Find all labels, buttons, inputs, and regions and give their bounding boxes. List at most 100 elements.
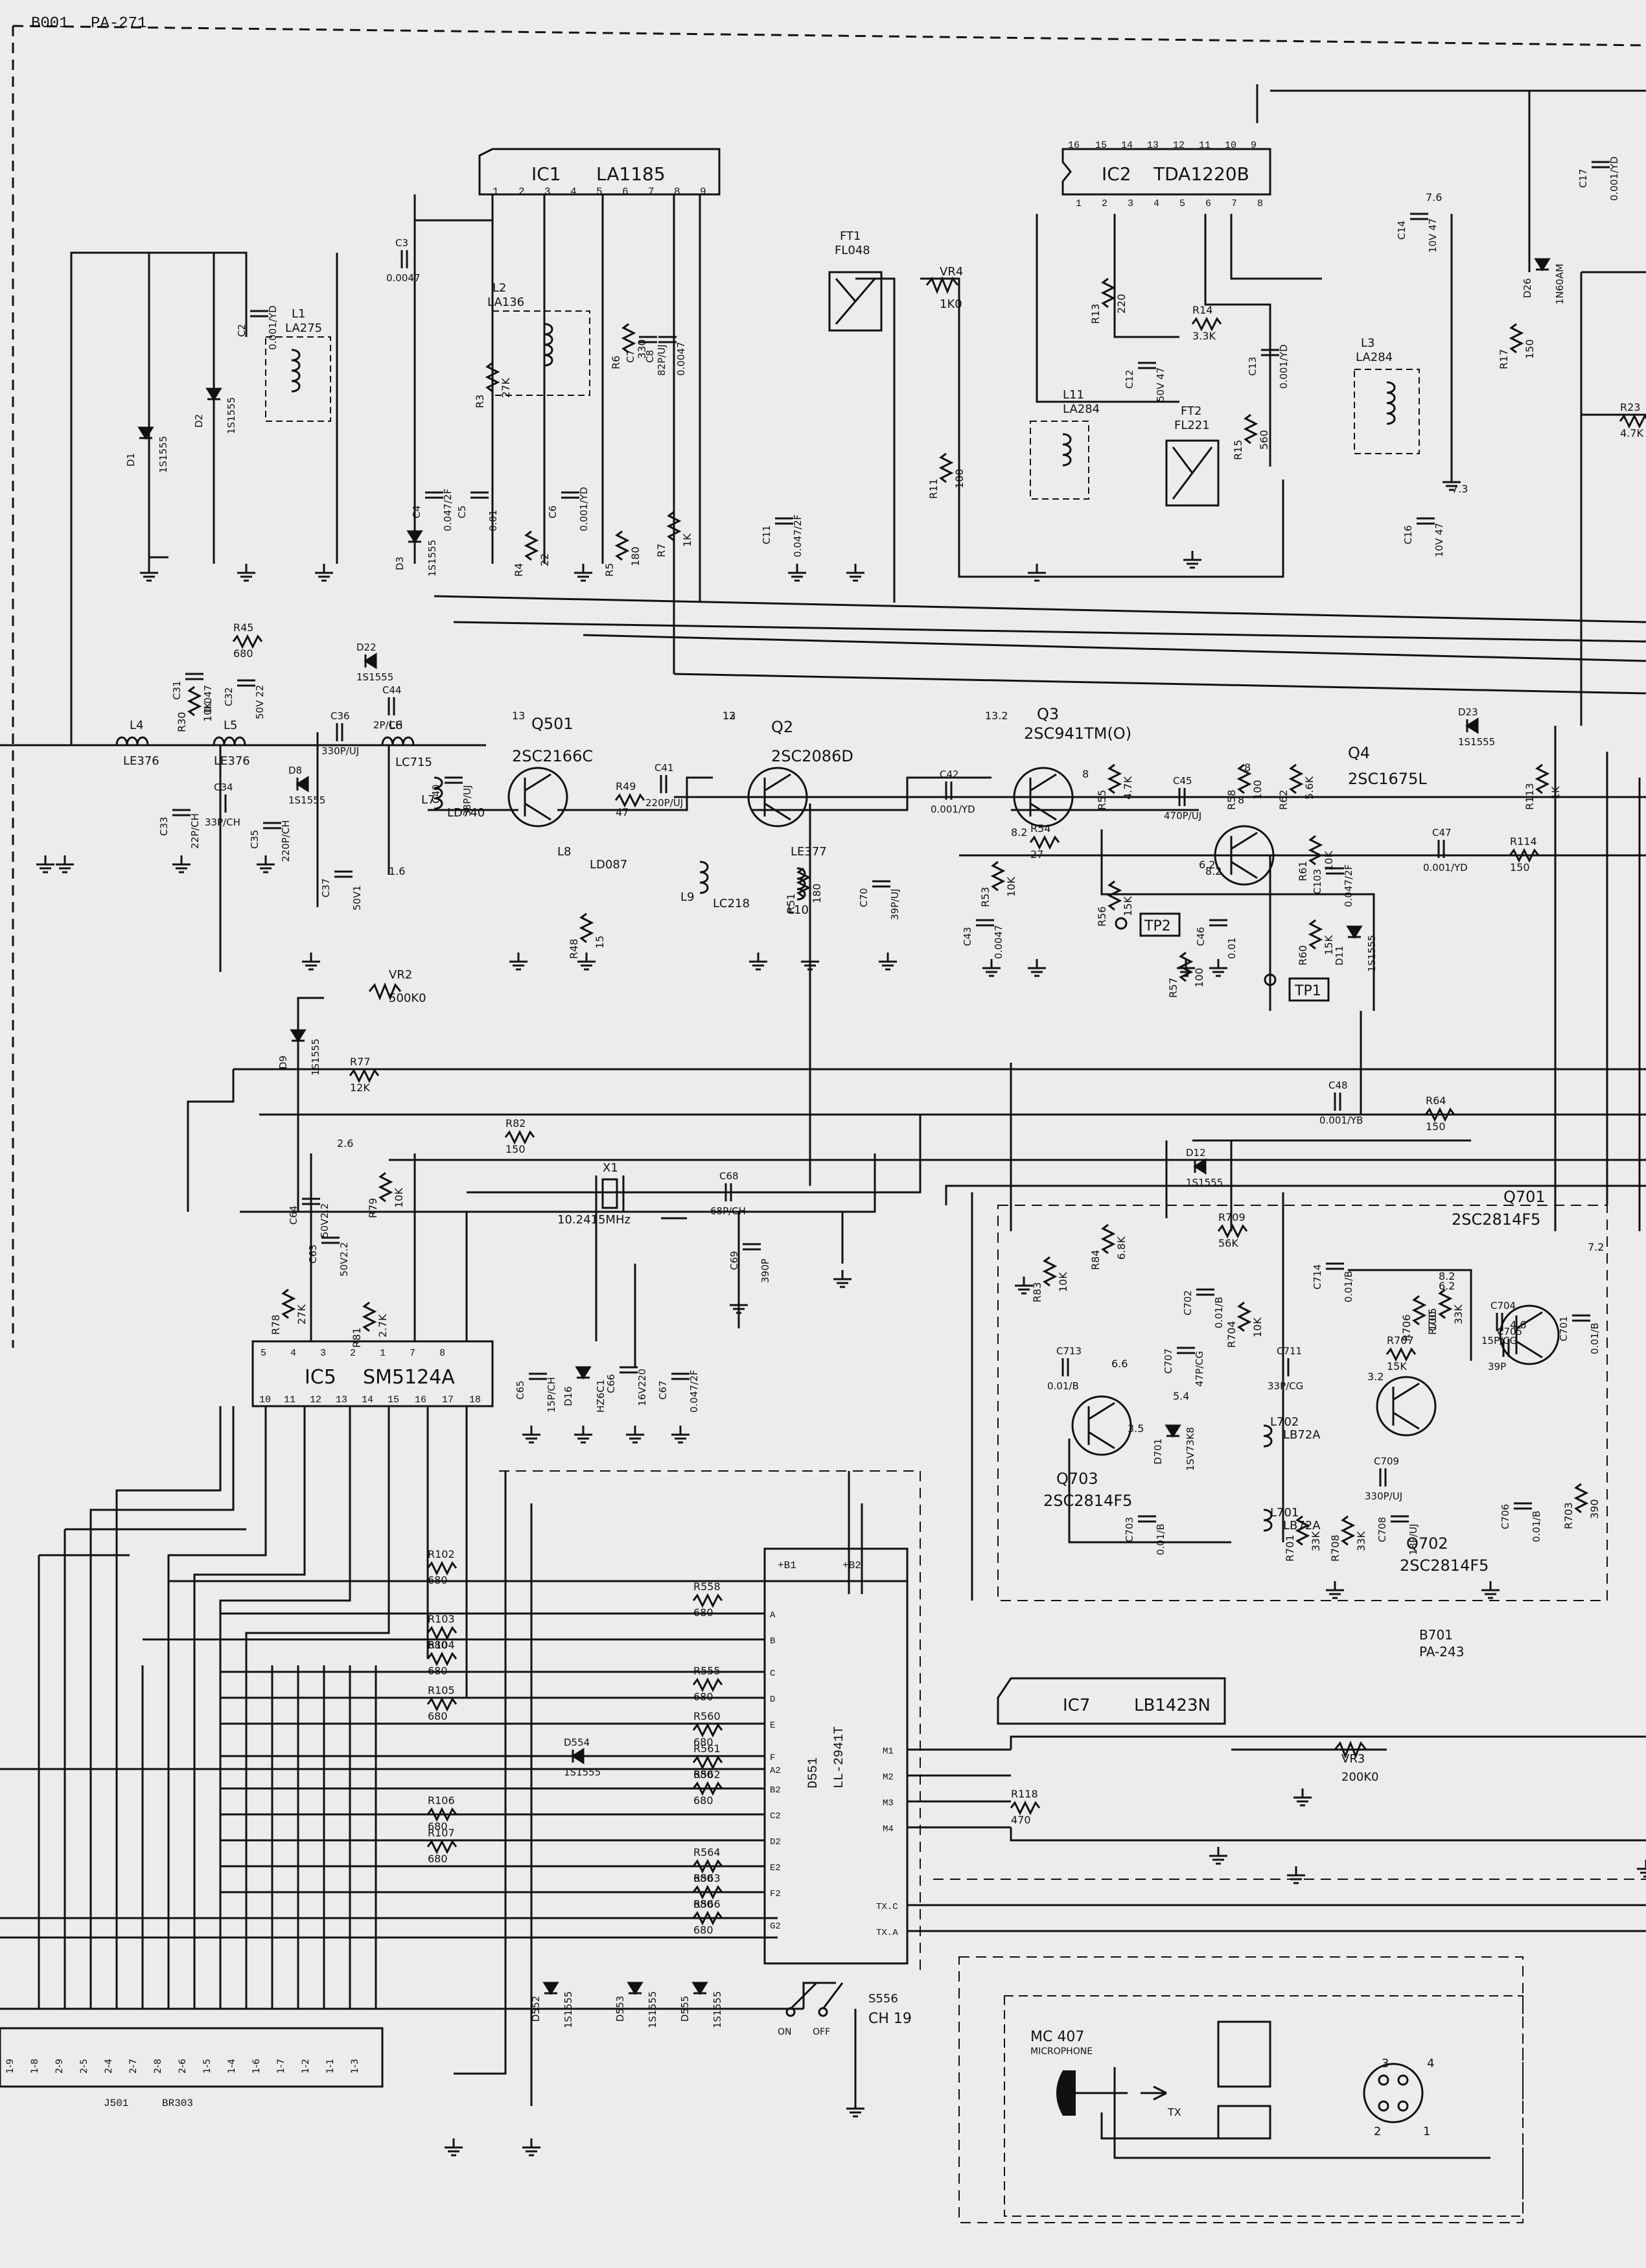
q702-ref: Q702 bbox=[1406, 1534, 1448, 1553]
connector-pin-label: 2-8 bbox=[153, 2059, 163, 2074]
capacitor-value: 0.01/B bbox=[1047, 1380, 1079, 1392]
resistor-ref: R62 bbox=[1277, 790, 1290, 810]
capacitor-ref: C103 bbox=[1312, 869, 1323, 894]
coil-part: LE376 bbox=[214, 754, 250, 768]
ic5-pin-top: 5 bbox=[261, 1348, 266, 1359]
capacitor-value: 47P/CG bbox=[1194, 1351, 1205, 1387]
resistor-value: 15K bbox=[1387, 1360, 1407, 1372]
mic-capsule-icon bbox=[1056, 2070, 1076, 2116]
coil-windings bbox=[115, 323, 1396, 1532]
channel-switch[interactable]: S556 CH 19 ON OFF bbox=[778, 1982, 912, 2037]
capacitor-value: 0.01/B bbox=[1589, 1323, 1601, 1354]
capacitor-value: 470P/UJ bbox=[1164, 810, 1201, 822]
d551-pin: D2 bbox=[770, 1837, 781, 1847]
resistor-ref: R706 bbox=[1400, 1314, 1413, 1341]
q3-ref: Q3 bbox=[1037, 705, 1059, 723]
capacitor-ref: C7 bbox=[625, 350, 636, 363]
q703-part: 2SC2814F5 bbox=[1043, 1492, 1132, 1510]
coil-ref: L5 bbox=[224, 719, 237, 732]
voltage-label: 8 bbox=[1082, 768, 1089, 780]
diode-ref: D1 bbox=[125, 453, 137, 467]
connector-pin: 1-7 bbox=[276, 2059, 286, 2074]
ground-icon bbox=[982, 959, 1001, 977]
ground-icon bbox=[749, 953, 767, 971]
connector-pin: 2-6 bbox=[178, 2059, 188, 2074]
resistor-value: 33K bbox=[1452, 1304, 1465, 1325]
ground-icon bbox=[509, 953, 527, 971]
resistor-ref: R105 bbox=[428, 1684, 455, 1696]
capacitor-value: 0.01/B bbox=[1155, 1523, 1166, 1555]
ic5-pin-bottom: 16 bbox=[415, 1394, 426, 1406]
resistor-ref: R14 bbox=[1192, 304, 1212, 316]
resistor-ref: R56 bbox=[1096, 907, 1108, 927]
ground-icon bbox=[788, 564, 806, 582]
capacitor-ref: C45 bbox=[1173, 775, 1192, 787]
resistor-value: 680 bbox=[428, 1710, 448, 1722]
capacitor-value: 50V1 bbox=[351, 885, 363, 910]
resistor-value: 180 bbox=[629, 546, 642, 566]
resistor-ref: R17 bbox=[1498, 349, 1510, 369]
vr3-ref: VR3 bbox=[1341, 1752, 1365, 1766]
d551-pin: M1 bbox=[883, 1746, 894, 1757]
ic1-pin: 1 bbox=[493, 186, 499, 198]
coil-ref: L1 bbox=[292, 307, 305, 321]
ic5-pin-top: 2 bbox=[350, 1348, 356, 1359]
connector-ref: J501 bbox=[104, 2098, 128, 2109]
capacitor-ref: C4 bbox=[411, 505, 423, 518]
voltage-label: 13 bbox=[512, 710, 525, 722]
ground-icon bbox=[1443, 473, 1461, 491]
capacitor-ref: C68 bbox=[719, 1170, 739, 1182]
resistor-ref: R4 bbox=[513, 563, 525, 577]
connector-pin: 1-5 bbox=[202, 2059, 213, 2074]
resistor-ref: R705 bbox=[1426, 1308, 1439, 1335]
d551-pin: TX.C bbox=[876, 1902, 898, 1912]
resistor-ref: R23 bbox=[1620, 401, 1640, 413]
resistor-value: 680 bbox=[428, 1853, 448, 1865]
connector-pin-label: 1-1 bbox=[325, 2059, 336, 2074]
connector-pin-label: 1-7 bbox=[276, 2059, 286, 2074]
ic2-pin-top: 9 bbox=[1251, 140, 1257, 151]
d551-pin: M4 bbox=[883, 1824, 894, 1834]
ic2-pin-bottom: 4 bbox=[1153, 198, 1159, 209]
ground-icon bbox=[140, 564, 158, 582]
capacitor-value: 0.001/YD bbox=[578, 487, 590, 531]
vr-labels: VR4 1K0 VR2 500K0 VR3 200K0 bbox=[389, 265, 1379, 1784]
ground-icon bbox=[574, 1426, 592, 1444]
coil-ref: L11 bbox=[1063, 388, 1084, 402]
resistor-ref: R708 bbox=[1329, 1534, 1341, 1562]
resistor-value: 100 bbox=[953, 469, 966, 489]
voltage-label: 8.2 bbox=[1205, 865, 1222, 877]
d551-pin: A2 bbox=[770, 1766, 781, 1776]
capacitor-value: 0.001/YD bbox=[267, 305, 279, 350]
capacitor-value: 0.0047 bbox=[386, 272, 421, 284]
resistor-ref: R82 bbox=[505, 1117, 526, 1129]
coil-ref: L4 bbox=[130, 719, 143, 732]
resistor-value: 680 bbox=[693, 1768, 713, 1781]
crystal-ref: X1 bbox=[603, 1161, 618, 1175]
coil-ref: L3 bbox=[1361, 336, 1374, 350]
resistor-ref: R58 bbox=[1225, 790, 1238, 810]
capacitor-value: 0.047 bbox=[202, 685, 214, 713]
capacitor-ref: C40 bbox=[430, 784, 442, 804]
mic-tx: TX bbox=[1167, 2106, 1181, 2118]
vr-symbols bbox=[368, 275, 1367, 1759]
mic-pin: 3 bbox=[1382, 2057, 1389, 2070]
ic2-pin-top: 11 bbox=[1199, 140, 1211, 151]
capacitor-value: 50V2.2 bbox=[338, 1242, 350, 1277]
resistor-r705: R705 33K bbox=[1426, 1288, 1465, 1335]
